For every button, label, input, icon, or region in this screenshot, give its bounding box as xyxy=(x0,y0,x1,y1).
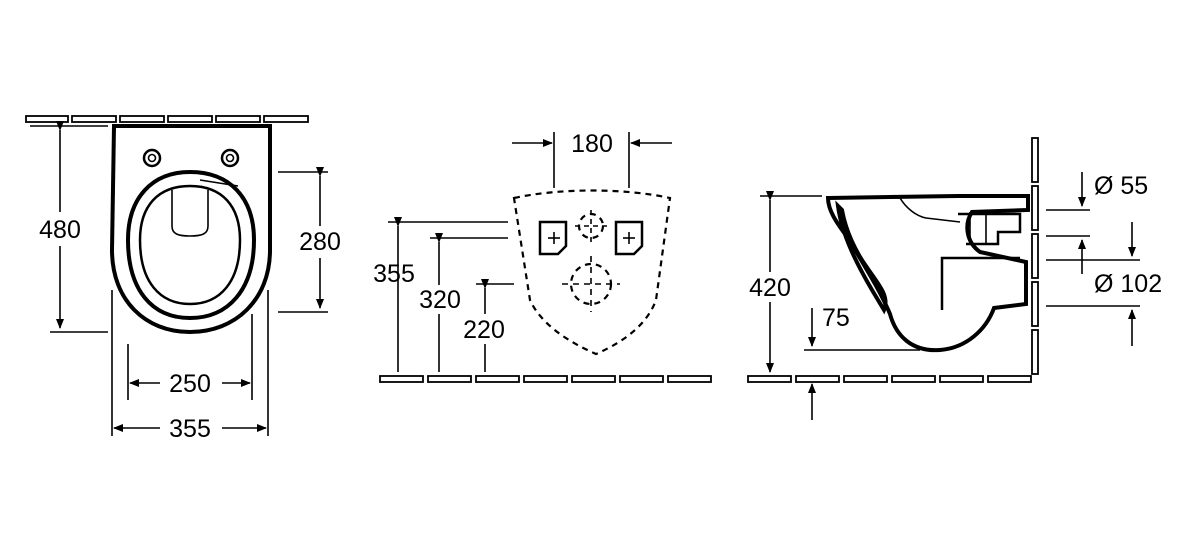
wall-tiles-top xyxy=(25,115,309,123)
dim-420: 420 xyxy=(749,274,791,302)
bowl-outline-dashed xyxy=(512,189,672,356)
dim-355-width: 355 xyxy=(169,415,211,443)
bolt-plate-left xyxy=(538,220,568,256)
dim-280: 280 xyxy=(299,228,341,256)
dim-220: 220 xyxy=(463,316,505,344)
dim-180: 180 xyxy=(571,130,613,158)
inlet-marker xyxy=(575,210,607,242)
wall-tiles-side xyxy=(1031,137,1039,375)
dim-dia-102: Ø 102 xyxy=(1094,270,1162,298)
dim-355-height: 355 xyxy=(373,260,415,288)
seat-inner xyxy=(138,184,242,306)
floor-tiles-side xyxy=(747,375,1032,383)
dim-480: 480 xyxy=(39,216,81,244)
hinge-hole-left xyxy=(142,148,162,168)
side-view: 420 75 Ø 55 Ø 102 xyxy=(747,137,1162,420)
top-view: 480 280 250 355 xyxy=(25,115,341,443)
seat-opening xyxy=(125,169,257,321)
bowl-outline xyxy=(109,124,272,335)
outlet-marker xyxy=(562,256,620,312)
floor-tiles-front xyxy=(379,375,712,383)
dim-dia-55: Ø 55 xyxy=(1094,172,1148,200)
bolt-plate-right xyxy=(614,220,644,256)
bowl-profile-outer xyxy=(825,194,1030,353)
dim-75: 75 xyxy=(822,304,850,332)
front-view: 180 355 320 220 xyxy=(373,130,712,383)
bowl-profile-inner xyxy=(835,200,888,315)
flush-rim xyxy=(171,190,209,237)
dim-250: 250 xyxy=(169,370,211,398)
hinge-hole-right xyxy=(220,148,240,168)
dim-320: 320 xyxy=(419,286,461,314)
